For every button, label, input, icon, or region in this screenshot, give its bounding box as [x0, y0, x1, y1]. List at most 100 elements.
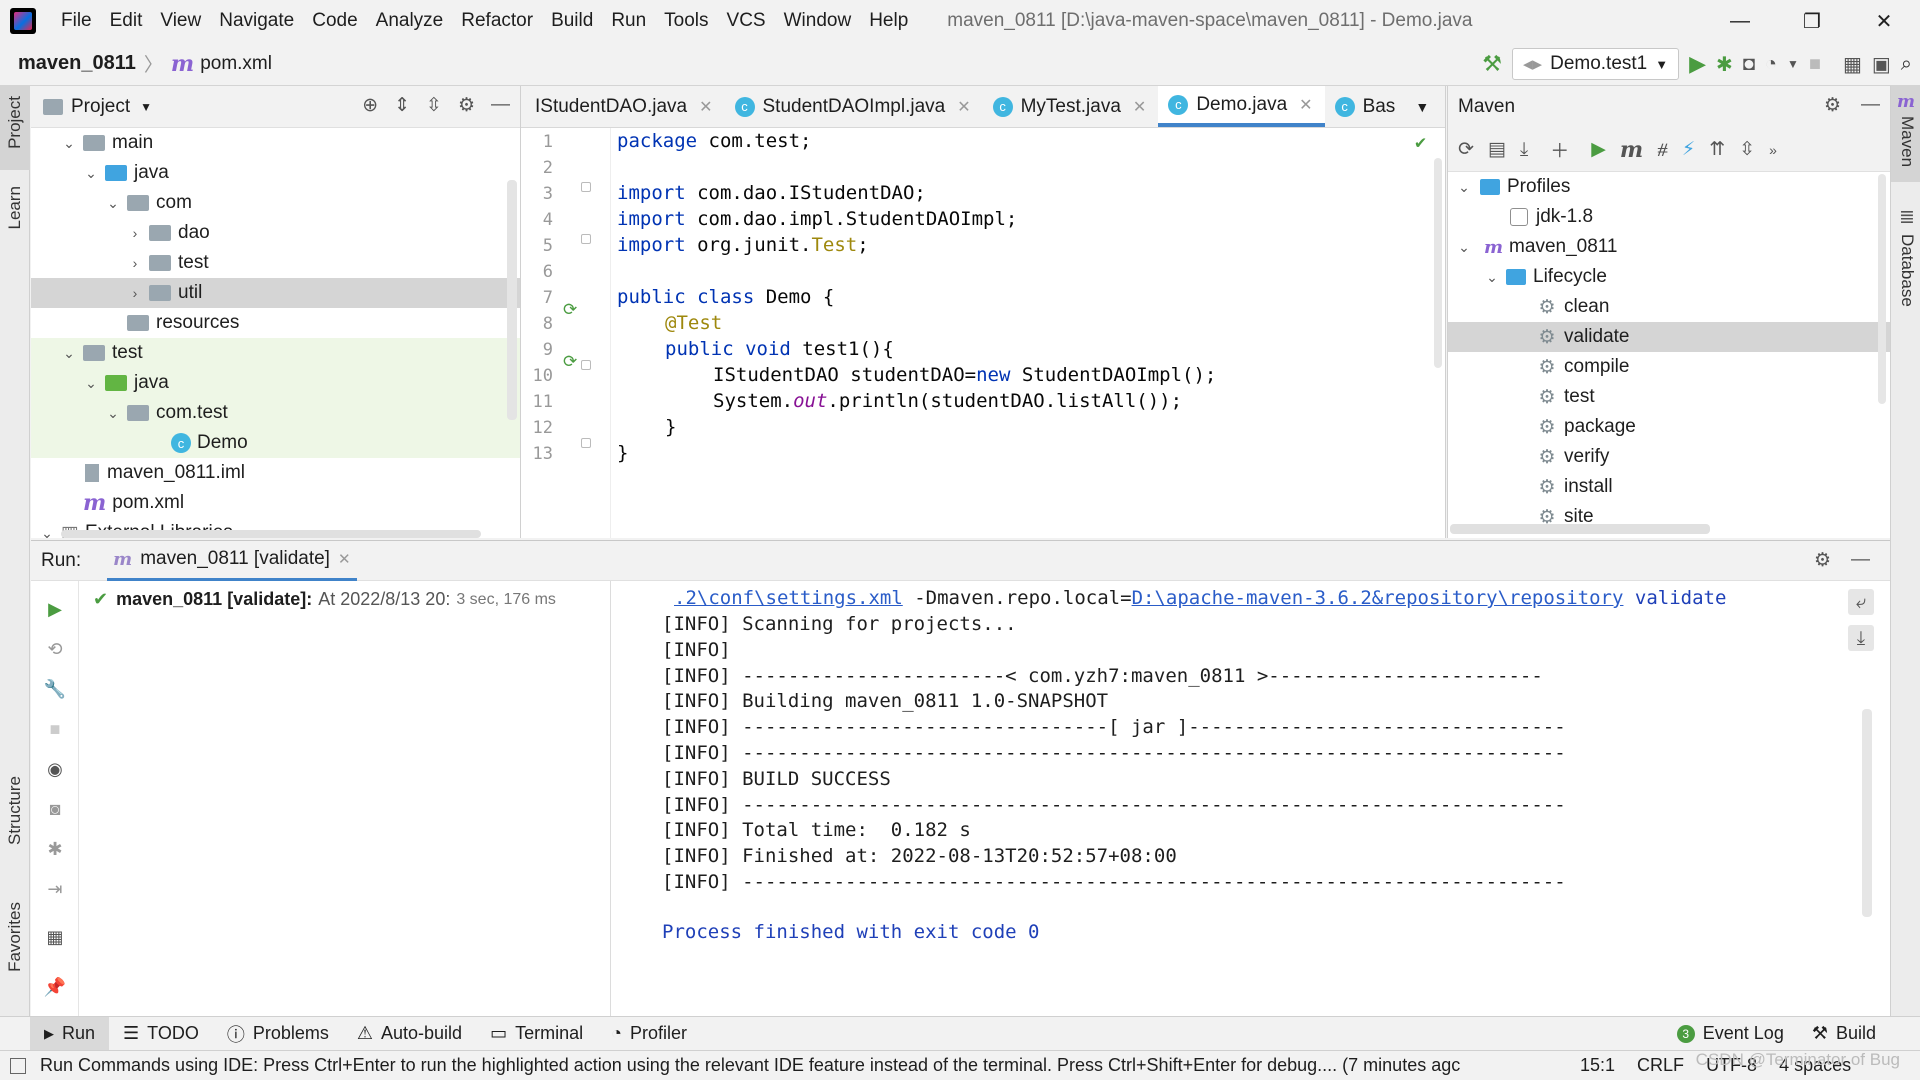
lifecycle-phase-package[interactable]: ⚙package [1448, 412, 1890, 442]
tree-item-java[interactable]: ⌄java [31, 368, 520, 398]
hide-panel-icon[interactable]: — [1851, 549, 1870, 570]
tree-item-dao[interactable]: ›dao [31, 218, 520, 248]
more-icon[interactable]: » [1769, 141, 1777, 158]
chevron-down-icon[interactable]: ⌄ [41, 524, 53, 539]
project-structure-icon[interactable]: ▦ [1842, 53, 1862, 76]
menu-window[interactable]: Window [783, 10, 852, 31]
tree-item-main[interactable]: ⌄main [31, 128, 520, 158]
maven-profiles-node[interactable]: ⌄ Profiles [1448, 172, 1890, 202]
hide-panel-icon[interactable]: — [491, 94, 510, 115]
fold-icon[interactable] [581, 182, 591, 192]
close-window-button[interactable]: ✕ [1875, 10, 1893, 33]
close-icon[interactable]: ✕ [337, 551, 351, 568]
add-icon[interactable]: ＋ [1550, 141, 1570, 162]
import-icon[interactable]: ⇥ [47, 878, 63, 899]
close-icon[interactable]: ✕ [699, 98, 713, 116]
execute-goal-icon[interactable]: m [1619, 136, 1644, 163]
tree-item-resources[interactable]: resources [31, 308, 520, 338]
debug-icon[interactable]: ✱ [1716, 53, 1733, 76]
tree-item-test[interactable]: ⌄test [31, 338, 520, 368]
menu-vcs[interactable]: VCS [726, 10, 766, 31]
restore-button[interactable]: ❐ [1803, 10, 1821, 33]
chevron-down-icon[interactable]: ⌄ [63, 344, 75, 361]
fold-icon[interactable] [581, 360, 591, 370]
eye-icon[interactable]: ◉ [47, 758, 63, 779]
tool-window-learn[interactable]: Learn [5, 186, 24, 230]
tab-todo[interactable]: ☰TODO [123, 1023, 199, 1043]
coverage-icon[interactable]: ◘ [1742, 52, 1755, 75]
editor-scrollbar[interactable] [1434, 158, 1442, 368]
minimize-button[interactable]: — [1730, 9, 1750, 32]
build-hammer-icon[interactable]: ⚒ [1482, 51, 1503, 76]
lifecycle-phase-verify[interactable]: ⚙verify [1448, 442, 1890, 472]
toggle-offline-icon[interactable]: ⟲ [47, 638, 63, 659]
chevron-down-icon[interactable]: ⌄ [63, 134, 75, 151]
toggle-offline-icon[interactable]: ⧣ [1657, 138, 1668, 160]
collapse-all-icon[interactable]: ⇳ [1739, 139, 1756, 160]
run-configuration-select[interactable]: ◂▸ Demo.test1 ▼ [1512, 48, 1680, 80]
stop-icon[interactable]: ■ [1808, 52, 1821, 75]
settings-link[interactable]: .2\conf\settings.xml [674, 587, 903, 609]
chevron-down-icon[interactable]: ⌄ [107, 404, 119, 421]
run-icon[interactable]: ▶ [1689, 51, 1707, 76]
menu-tools[interactable]: Tools [664, 10, 709, 31]
menu-edit[interactable]: Edit [109, 10, 143, 31]
chevron-right-icon[interactable]: › [132, 285, 138, 301]
caret-position[interactable]: 15:1 [1580, 1055, 1616, 1075]
tab-profiler[interactable]: ◔Profiler [611, 1023, 688, 1043]
menu-navigate[interactable]: Navigate [219, 10, 295, 31]
lifecycle-phase-compile[interactable]: ⚙compile [1448, 352, 1890, 382]
maven-profile-item[interactable]: jdk-1.8 [1448, 202, 1890, 232]
menu-run[interactable]: Run [611, 10, 647, 31]
breadcrumb-file[interactable]: pom.xml [200, 52, 272, 74]
lifecycle-phase-install[interactable]: ⚙install [1448, 472, 1890, 502]
collapse-all-icon[interactable]: ⇳ [426, 95, 442, 116]
tab-build[interactable]: ⚒Build [1811, 1023, 1876, 1043]
console-output[interactable]: .2\conf\settings.xml -Dmaven.repo.local=… [612, 581, 1890, 1017]
tree-horizontal-scrollbar[interactable] [61, 530, 481, 538]
tree-item-maven-0811-iml[interactable]: maven_0811.iml [31, 458, 520, 488]
locate-file-icon[interactable]: ⊕ [362, 95, 379, 116]
tree-item-com[interactable]: ⌄com [31, 188, 520, 218]
tool-window-maven[interactable]: Maven [1898, 116, 1917, 168]
menu-analyze[interactable]: Analyze [375, 10, 444, 31]
maven-project-node[interactable]: ⌄ m maven_0811 [1448, 232, 1890, 262]
tree-scrollbar[interactable] [507, 180, 517, 420]
run-test-gutter-icon[interactable]: ⟳ [563, 352, 578, 372]
menu-view[interactable]: View [160, 10, 202, 31]
console-scrollbar[interactable] [1862, 709, 1872, 917]
layout-icon[interactable]: ▣ [1871, 53, 1891, 76]
fold-icon[interactable] [581, 234, 591, 244]
skip-tests-icon[interactable]: ⚡ [1681, 139, 1696, 160]
run-tab-validate[interactable]: m maven_0811 [validate] ✕ [107, 541, 357, 581]
profile-checkbox[interactable] [1510, 208, 1528, 226]
status-square-icon[interactable] [10, 1057, 26, 1074]
menu-refactor[interactable]: Refactor [461, 10, 534, 31]
run-maven-build-icon[interactable]: ▶ [1591, 139, 1606, 160]
tab-terminal[interactable]: ▭Terminal [490, 1023, 584, 1043]
tool-window-structure[interactable]: Structure [5, 776, 24, 845]
menu-file[interactable]: File [61, 10, 92, 31]
pin-icon[interactable]: 📌 [43, 976, 67, 997]
settings-gear-icon[interactable]: ⚙ [1813, 550, 1831, 571]
indent-setting[interactable]: 4 spaces [1779, 1055, 1852, 1075]
line-separator[interactable]: CRLF [1637, 1055, 1685, 1075]
run-tree-item[interactable]: ✔ maven_0811 [validate]: At 2022/8/13 20… [93, 589, 556, 610]
file-encoding[interactable]: UTF-8 [1706, 1055, 1758, 1075]
generate-sources-icon[interactable]: ▤ [1487, 139, 1506, 160]
camera-icon[interactable]: ◙ [49, 798, 61, 819]
repo-link[interactable]: D:\apache-maven-3.6.2&repository\reposit… [1131, 587, 1624, 609]
fold-icon[interactable] [581, 438, 591, 448]
project-panel-title[interactable]: Project [71, 95, 131, 117]
profile-icon[interactable]: ◔ [1764, 52, 1777, 75]
close-icon[interactable]: ✕ [1299, 96, 1313, 114]
tool-window-database[interactable]: Database [1898, 234, 1917, 307]
chevron-down-icon[interactable]: ⌄ [85, 374, 97, 391]
